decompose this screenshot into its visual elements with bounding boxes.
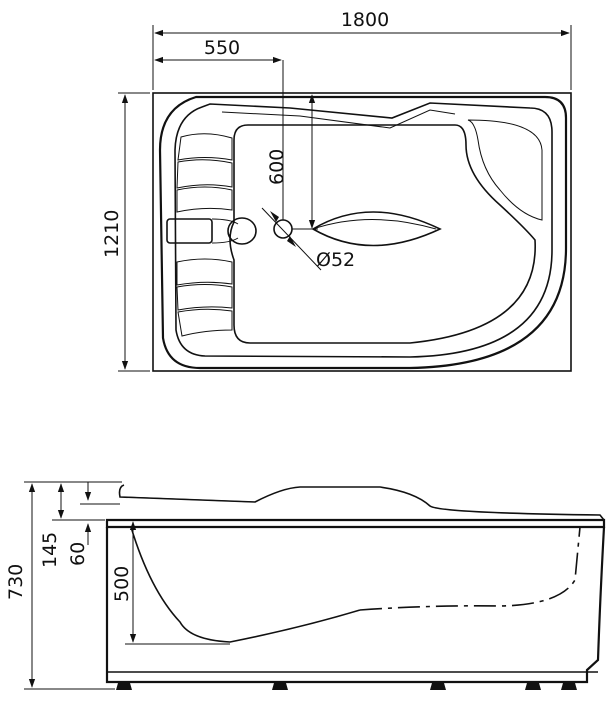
side-feet	[116, 683, 577, 690]
dim-overall-height: 730	[5, 481, 122, 690]
dim-bath-depth: 500	[111, 521, 230, 645]
dim-drain-offset-x: 550	[154, 37, 284, 220]
side-basin-hidden	[359, 526, 581, 611]
side-basin	[130, 526, 361, 643]
dim-drain-offset-y: 600	[266, 94, 318, 230]
dim-drain-diameter: Ø52	[261, 207, 355, 271]
dim-overall-length: 1800	[152, 9, 572, 90]
tub-basin	[229, 124, 536, 344]
dim-label-600: 600	[266, 149, 288, 185]
tub-seat-contour	[467, 119, 543, 221]
tub-rim-contour-top	[221, 109, 456, 129]
dim-label-730: 730	[5, 564, 27, 600]
dim-label-1210: 1210	[101, 210, 123, 258]
side-rim	[105, 518, 606, 529]
overflow-fitting	[166, 217, 257, 245]
side-view: 730 145 60 500	[5, 481, 606, 690]
headrest-segments	[176, 133, 233, 337]
drain-circle	[273, 219, 293, 239]
tub-shell-inner	[174, 102, 553, 358]
dim-headrest-height: 145	[39, 483, 105, 568]
dim-rim-to-apron: 60	[67, 482, 120, 566]
dim-label-1800: 1800	[341, 9, 389, 31]
dim-label-550: 550	[204, 37, 240, 59]
dim-label-145: 145	[39, 532, 61, 568]
dim-label-500: 500	[111, 566, 133, 602]
dim-label-diameter: Ø52	[316, 249, 355, 271]
dim-overall-width: 1210	[101, 92, 150, 372]
side-headrest	[118, 484, 605, 521]
basin-recess	[311, 211, 442, 247]
dim-label-60: 60	[67, 542, 89, 566]
tub-shell-outer	[158, 95, 568, 370]
top-view: 1800 550 600 1210 Ø52	[101, 9, 572, 372]
side-body	[105, 526, 606, 684]
tub-outline-rect	[152, 92, 572, 372]
